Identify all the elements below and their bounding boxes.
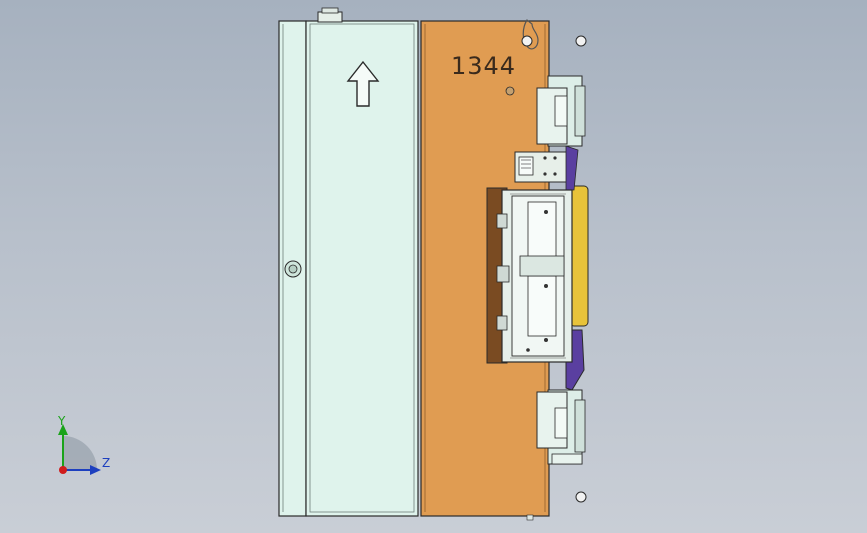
- part-number-label: 1344: [451, 52, 517, 80]
- up-arrow-icon: [346, 60, 380, 107]
- hook-icon: [521, 19, 539, 50]
- top-bracket: [536, 75, 586, 147]
- knob-icon: [284, 260, 302, 278]
- terminal-block: [514, 151, 572, 183]
- triad-y-label: Y: [58, 414, 66, 428]
- main-module: [496, 189, 573, 363]
- bottom-bracket: [536, 389, 586, 465]
- yellow-strip: [569, 185, 589, 327]
- triad-z-label: Z: [102, 456, 111, 470]
- orientation-triad-icon: [58, 424, 101, 475]
